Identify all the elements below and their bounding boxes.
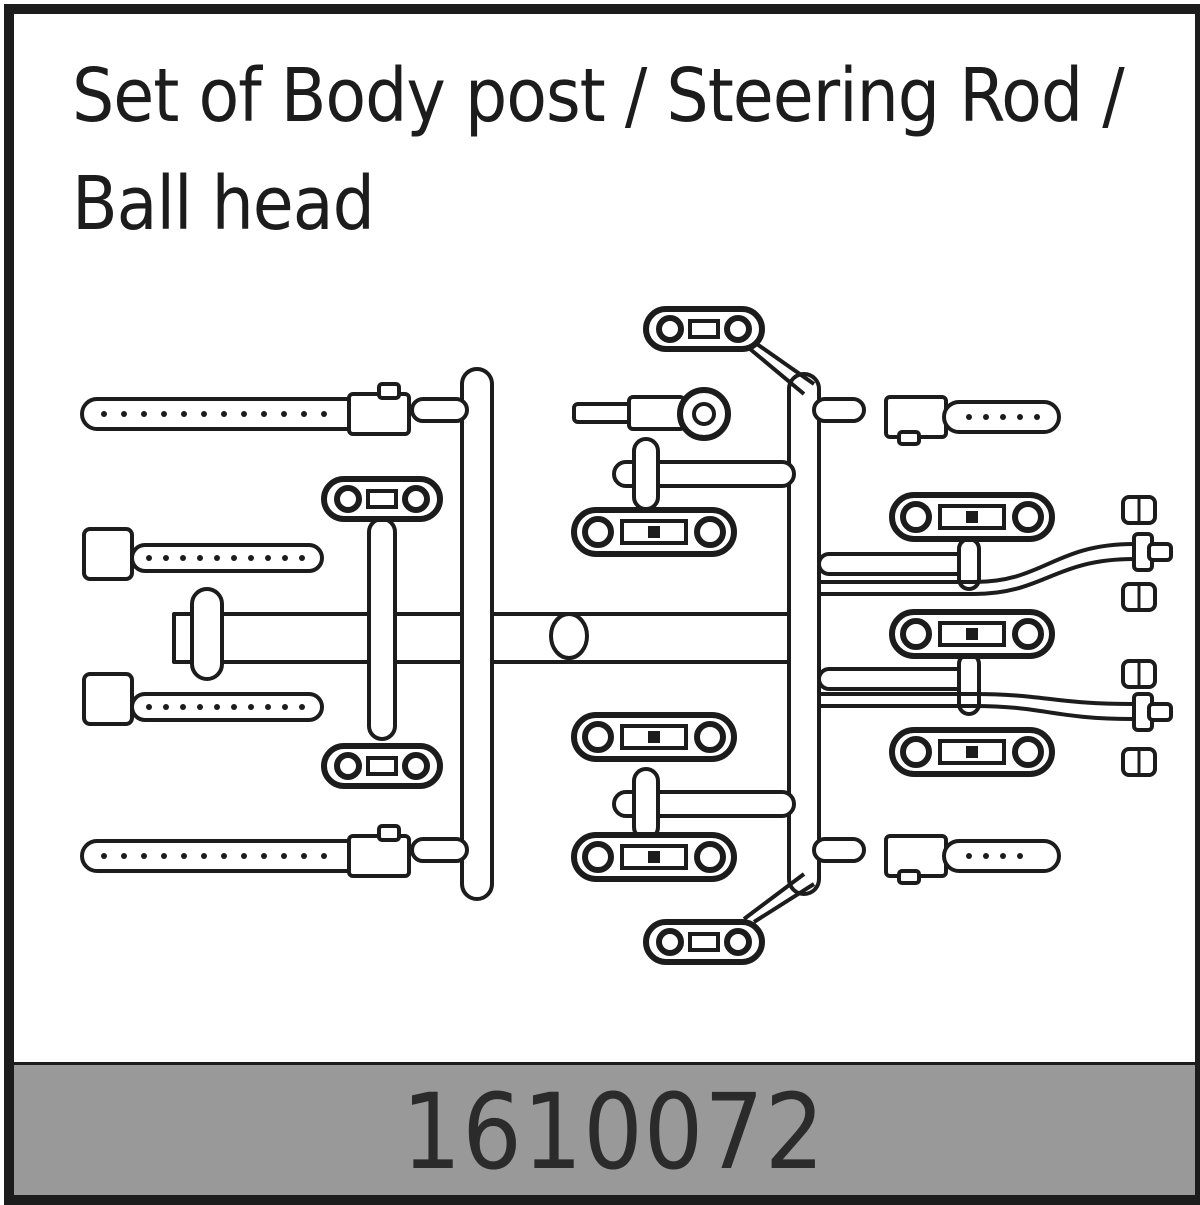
parts-tree-drawing <box>80 14 1173 1054</box>
part-number: 1610072 <box>401 1070 826 1193</box>
product-title-line-1: Set of Body post / Steering Rod / <box>72 53 1125 139</box>
part-number-bar: 1610072 <box>14 1062 1195 1195</box>
product-title-line-2: Ball head <box>72 161 375 247</box>
product-title: Set of Body post / Steering Rod / Ball h… <box>72 42 1182 258</box>
body-post-holes-top <box>101 411 327 417</box>
product-card: Set of Body post / Steering Rod / Ball h… <box>4 4 1200 1205</box>
